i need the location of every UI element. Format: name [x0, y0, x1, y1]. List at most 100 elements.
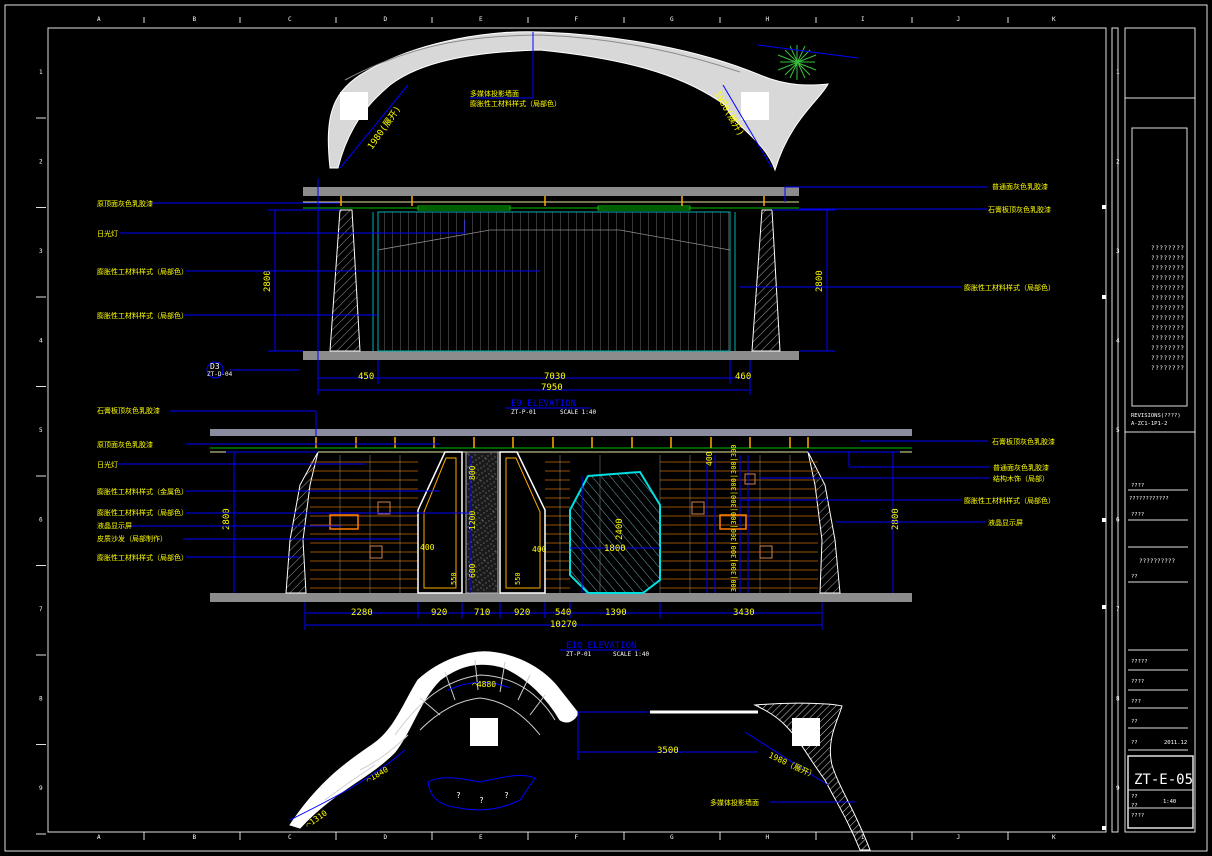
tb-rev-mark: ?: [1172, 325, 1176, 332]
e10-dim-800: 800: [468, 465, 477, 480]
tb-rev-mark: ?: [1155, 245, 1159, 252]
tb-rev-mark: ?: [1168, 255, 1172, 262]
e10-dim-600: 600: [468, 563, 477, 578]
e10-hex-door: [569, 470, 661, 594]
grid-row-label: 9: [1116, 785, 1120, 792]
e10-dim-710: 710: [474, 608, 490, 618]
grid-col-label: B: [193, 16, 197, 23]
section-marker-code: D3: [210, 362, 220, 371]
e9-note-right-2: 石膏板顶灰色乳胶漆: [988, 205, 1051, 214]
tb-rev-mark: ?: [1151, 255, 1155, 262]
tb-rev-mark: ?: [1180, 255, 1184, 262]
tb-rev-mark: ?: [1176, 265, 1180, 272]
grid-row-label: 1: [1116, 69, 1120, 76]
tb-rev-mark: ?: [1172, 345, 1176, 352]
tb-rev-mark: ?: [1155, 265, 1159, 272]
e10-note-right-3: 结构木饰（局部）: [993, 474, 1049, 483]
e9-note-top-1: 多媒体投影墙面: [470, 89, 519, 98]
e9-note-left-3: 膨胀性工材料样式（局部色）: [97, 267, 188, 276]
grid-row-label: 1: [39, 69, 43, 76]
e10-dim-1800: 1800: [604, 544, 626, 554]
tb-rev-mark: ?: [1176, 285, 1180, 292]
e10-dim-height-left: 2800: [222, 508, 232, 530]
grid-col-label: E: [479, 834, 483, 841]
tb-row-2: ????: [1131, 679, 1144, 685]
title-block: ????????????????????????????????????????…: [1125, 97, 1195, 829]
tb-rev-mark: ?: [1164, 335, 1168, 342]
grid-row-label: 8: [1116, 696, 1120, 703]
grid-col-label: J: [957, 16, 961, 23]
plant-icon: [777, 45, 817, 80]
tb-rev-mark: ?: [1180, 355, 1184, 362]
tb-rev-mark: ?: [1155, 345, 1159, 352]
plan-light-box-center: [470, 718, 498, 746]
e10-title: E10 ELEVATION: [566, 641, 636, 651]
tb-row-4: ??: [1131, 719, 1138, 725]
grid-row-label: 9: [39, 785, 43, 792]
tb-rev-mark: ?: [1176, 325, 1180, 332]
e10-dim-540: 540: [555, 608, 571, 618]
tb-rev-mark: ?: [1159, 295, 1163, 302]
plan-dim-3500: 3500: [657, 746, 679, 756]
grid-col-label: A: [97, 834, 101, 841]
tb-rev-mark: ?: [1168, 345, 1172, 352]
tb-date: 2011.12: [1164, 740, 1187, 746]
e9-note-right-1: 普通面灰色乳胶漆: [992, 182, 1048, 191]
tb-rev-mark: ?: [1172, 265, 1176, 272]
tb-rev-mark: ?: [1155, 285, 1159, 292]
plan-furniture: [427, 775, 536, 811]
e10-note-right-1: 石膏板顶灰色乳胶漆: [992, 437, 1055, 446]
e9-dim-460: 460: [735, 372, 751, 382]
e10-screen-left: [329, 514, 359, 530]
e9-ref: ZT-P-01: [511, 409, 537, 416]
e10-dim-400b: 400: [532, 545, 547, 554]
tb-rev-mark: ?: [1155, 365, 1159, 372]
e10-dim-total: 10270: [550, 620, 577, 630]
e10-dim-height-right: 2800: [891, 508, 901, 530]
tb-rev-mark: ?: [1159, 265, 1163, 272]
e9-title: E9 ELEVATION: [511, 399, 576, 409]
tb-rev-mark: ?: [1164, 365, 1168, 372]
grid-col-label: K: [1052, 834, 1056, 841]
e10-screen-right: [719, 514, 747, 530]
grid-row-label: 6: [1116, 517, 1120, 524]
tb-rev-mark: ?: [1151, 365, 1155, 372]
tb-row-3: ???: [1131, 699, 1141, 705]
grid-row-label: 3: [1116, 248, 1120, 255]
plan-mark-2: ?: [479, 796, 484, 805]
tb-rev-mark: ?: [1180, 295, 1184, 302]
grid-col-label: F: [575, 834, 579, 841]
tb-rev-mark: ?: [1155, 255, 1159, 262]
tb-rev-mark: ?: [1168, 295, 1172, 302]
tb-rev-mark: ?: [1164, 345, 1168, 352]
tb-rev-mark: ?: [1172, 305, 1176, 312]
e10-niche-right: [499, 451, 546, 594]
e10-note-left-2: 原顶面灰色乳胶漆: [97, 440, 153, 449]
e10-note-left-8: 膨胀性工材料样式（局部色）: [97, 553, 188, 562]
tb-rev-mark: ?: [1176, 245, 1180, 252]
grid-row-label: 2: [39, 159, 43, 166]
tb-scale-value: 1:40: [1163, 799, 1176, 805]
tb-rev-mark: ?: [1176, 365, 1180, 372]
tb-rev-mark: ?: [1151, 285, 1155, 292]
e9-note-right-3: 膨胀性工材料样式（局部色）: [964, 283, 1055, 292]
tb-rev-mark: ?: [1180, 325, 1184, 332]
e10-dim-1390: 1390: [605, 608, 627, 618]
tb-rev-mark: ?: [1151, 335, 1155, 342]
tb-rev-mark: ?: [1151, 325, 1155, 332]
tb-footer: ????: [1131, 813, 1144, 819]
grid-row-label: 5: [39, 427, 43, 434]
tb-rev-mark: ?: [1164, 295, 1168, 302]
tb-rev-mark: ?: [1151, 275, 1155, 282]
tb-field-c: ??: [1131, 574, 1138, 580]
grid-col-label: G: [670, 16, 674, 23]
e9-dim-7030: 7030: [544, 372, 566, 382]
e10-dim-1200: 1200: [468, 511, 477, 530]
tb-rev-mark: ?: [1159, 245, 1163, 252]
tb-rev-mark: ?: [1159, 335, 1163, 342]
e10-scale: SCALE 1:40: [613, 651, 650, 658]
e10-note-left-6: 液晶显示屏: [97, 521, 132, 530]
tb-rev-mark: ?: [1168, 325, 1172, 332]
